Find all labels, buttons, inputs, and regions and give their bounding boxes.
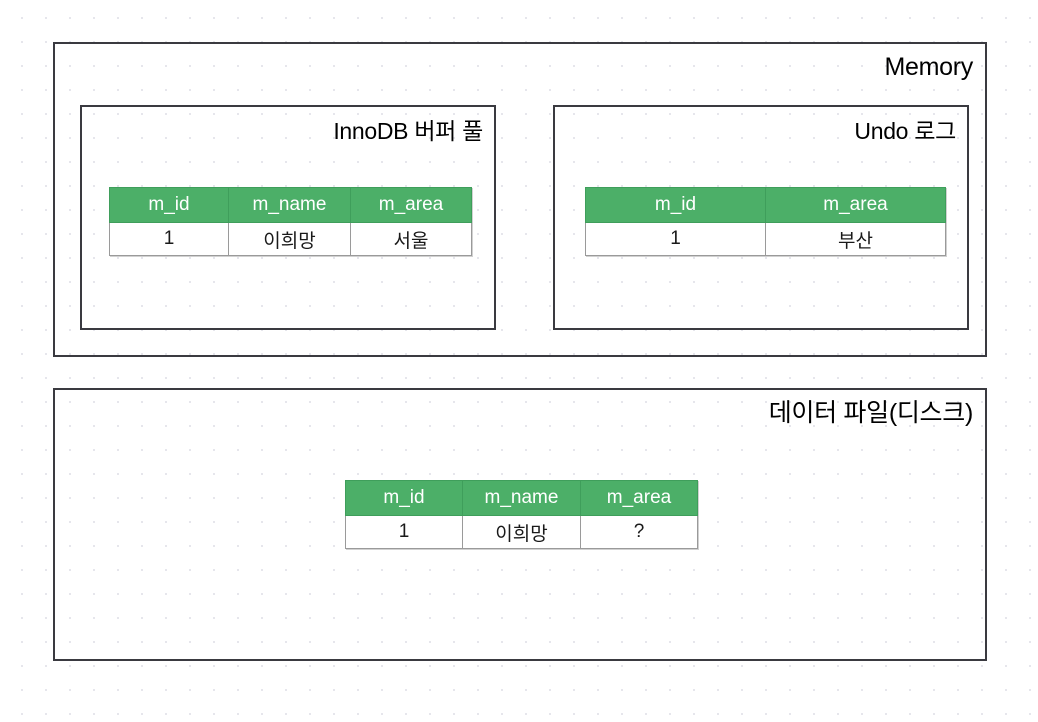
table-header-row: m_id m_area	[585, 187, 946, 223]
cell-m-name: 이희망	[462, 515, 581, 549]
table-row: 1 이희망 ?	[345, 515, 698, 549]
table-row: 1 이희망 서울	[109, 222, 472, 256]
column-header-m-name: m_name	[462, 480, 581, 516]
memory-title: Memory	[884, 53, 974, 81]
table-header-row: m_id m_name m_area	[109, 187, 472, 223]
undo-log-title: Undo 로그	[854, 118, 956, 144]
column-header-m-name: m_name	[228, 187, 351, 223]
data-file-disk-container: 데이터 파일(디스크) m_id m_name m_area 1 이희망 ?	[53, 388, 987, 661]
innodb-buffer-pool-container: InnoDB 버퍼 풀 m_id m_name m_area 1 이희망 서울	[80, 105, 496, 330]
table-header-row: m_id m_name m_area	[345, 480, 698, 516]
cell-m-area: ?	[580, 515, 698, 549]
cell-m-id: 1	[585, 222, 766, 256]
undo-log-table: m_id m_area 1 부산	[585, 187, 946, 256]
cell-m-area: 서울	[350, 222, 472, 256]
column-header-m-id: m_id	[345, 480, 463, 516]
memory-container: Memory InnoDB 버퍼 풀 m_id m_name m_area 1 …	[53, 42, 987, 357]
cell-m-id: 1	[345, 515, 463, 549]
innodb-buffer-pool-table: m_id m_name m_area 1 이희망 서울	[109, 187, 472, 256]
column-header-m-id: m_id	[109, 187, 229, 223]
cell-m-id: 1	[109, 222, 229, 256]
table-row: 1 부산	[585, 222, 946, 256]
column-header-m-area: m_area	[765, 187, 946, 223]
column-header-m-id: m_id	[585, 187, 766, 223]
column-header-m-area: m_area	[350, 187, 472, 223]
cell-m-area: 부산	[765, 222, 946, 256]
undo-log-container: Undo 로그 m_id m_area 1 부산	[553, 105, 969, 330]
data-file-disk-title: 데이터 파일(디스크)	[768, 399, 974, 427]
data-file-disk-table: m_id m_name m_area 1 이희망 ?	[345, 480, 698, 549]
innodb-buffer-pool-title: InnoDB 버퍼 풀	[333, 118, 483, 144]
column-header-m-area: m_area	[580, 480, 698, 516]
cell-m-name: 이희망	[228, 222, 351, 256]
